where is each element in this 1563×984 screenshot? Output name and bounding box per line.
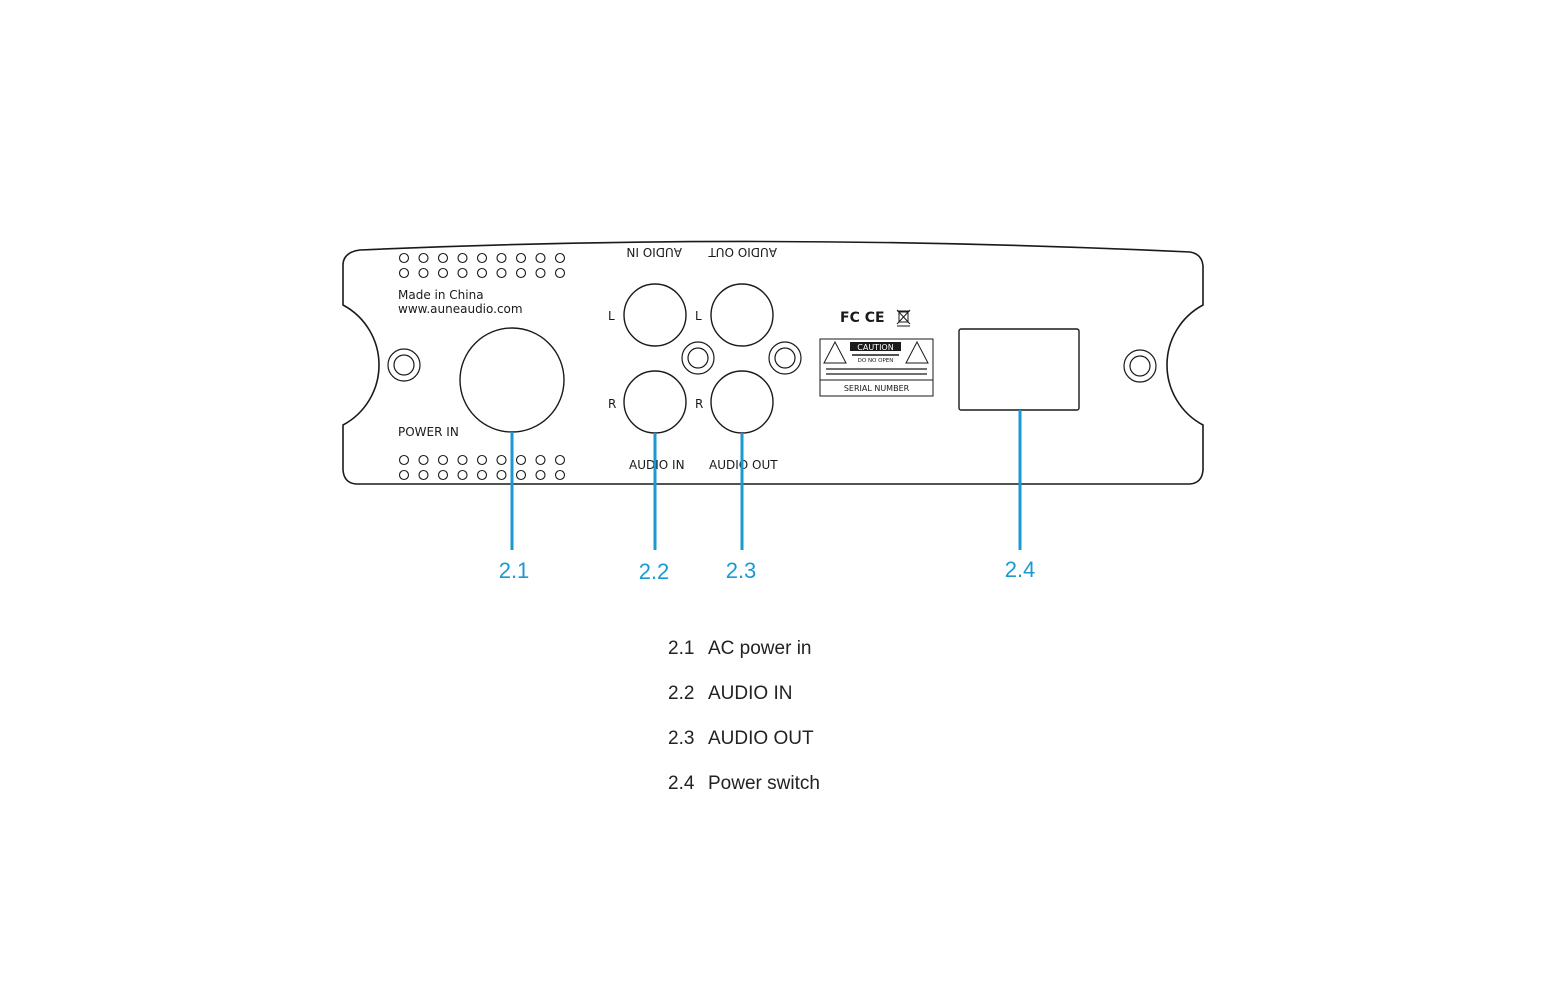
vent-hole: [496, 469, 507, 481]
vent-hole: [476, 454, 488, 466]
audio-in-left-jack: [623, 283, 687, 347]
vent-hole: [457, 252, 468, 264]
legend-number: 2.4: [668, 773, 695, 794]
caution-label: CAUTION DO NO OPEN SERIAL NUMBER: [819, 338, 934, 397]
weee-bin-icon: [896, 309, 911, 327]
callout-number-2-2: 2.2: [639, 559, 670, 584]
vent-hole: [535, 252, 546, 264]
caution-subtitle: DO NO OPEN: [858, 358, 894, 364]
vent-hole: [476, 267, 488, 279]
vent-hole: [418, 469, 429, 481]
legend-label: AUDIO IN: [708, 683, 793, 704]
panel-outline: [342, 240, 1204, 485]
legend-item: 2.4 Power switch: [668, 773, 820, 818]
website-text: www.auneaudio.com: [398, 302, 523, 316]
vent-hole: [535, 454, 546, 466]
vent-hole: [437, 252, 449, 264]
vent-hole: [515, 469, 527, 481]
legend-item: 2.3 AUDIO OUT: [668, 728, 820, 773]
vent-hole: [398, 454, 410, 466]
power-inlet: [459, 327, 565, 433]
vent-hole: [437, 267, 449, 279]
vent-hole: [554, 454, 566, 466]
audio-in-top-label: AUDIO IN: [626, 245, 682, 259]
jack-screw-left: [681, 341, 715, 375]
vent-hole: [554, 267, 566, 279]
vent-hole: [398, 267, 410, 279]
channel-r-label: R: [608, 397, 616, 411]
channel-l-label: L: [695, 309, 702, 323]
audio-out-bottom-label: AUDIO OUT: [709, 458, 778, 472]
vent-hole: [398, 252, 410, 264]
callout-number-2-4: 2.4: [1005, 557, 1036, 582]
vent-hole: [535, 469, 546, 481]
made-in-text: Made in China: [398, 288, 484, 302]
legend-label: AC power in: [708, 638, 812, 659]
vent-hole: [457, 454, 468, 466]
audio-out-right-jack: [710, 370, 774, 434]
vent-hole: [515, 252, 527, 264]
vent-hole: [496, 267, 507, 279]
callout-number-2-1: 2.1: [499, 558, 530, 583]
audio-in-bottom-label: AUDIO IN: [629, 458, 685, 472]
vent-hole: [496, 454, 507, 466]
vent-hole: [476, 252, 488, 264]
legend-label: AUDIO OUT: [708, 728, 814, 749]
right-mounting-screw: [1123, 349, 1157, 383]
vent-hole: [457, 267, 468, 279]
warning-triangle-icon: [823, 340, 847, 364]
serial-number-label: SERIAL NUMBER: [844, 384, 910, 393]
legend-number: 2.3: [668, 728, 695, 749]
legend-number: 2.2: [668, 683, 695, 704]
vent-holes: [398, 252, 566, 481]
callout-number-2-3: 2.3: [726, 558, 757, 583]
vent-hole: [535, 267, 546, 279]
warning-triangle-icon: [905, 340, 929, 364]
vent-hole: [437, 469, 449, 481]
audio-out-left-jack: [710, 283, 774, 347]
power-switch: [958, 328, 1080, 411]
vent-hole: [457, 469, 468, 481]
vent-hole: [398, 469, 410, 481]
legend: 2.1 AC power in 2.2 AUDIO IN 2.3 AUDIO O…: [668, 638, 820, 818]
legend-item: 2.2 AUDIO IN: [668, 683, 820, 728]
vent-hole: [437, 454, 449, 466]
vent-hole: [476, 469, 488, 481]
legend-item: 2.1 AC power in: [668, 638, 820, 683]
power-in-label: POWER IN: [398, 425, 459, 439]
vent-hole: [418, 454, 429, 466]
vent-hole: [515, 454, 527, 466]
channel-l-label: L: [608, 309, 615, 323]
vent-hole: [554, 469, 566, 481]
vent-hole: [496, 252, 507, 264]
vent-hole: [418, 252, 429, 264]
legend-label: Power switch: [708, 773, 820, 794]
vent-hole: [554, 252, 566, 264]
left-mounting-screw: [387, 348, 421, 382]
audio-out-top-label: AUDIO OUT: [708, 245, 777, 259]
audio-in-right-jack: [623, 370, 687, 434]
channel-r-label: R: [695, 397, 703, 411]
jack-screw-right: [768, 341, 802, 375]
caution-title: CAUTION: [857, 343, 893, 352]
vent-hole: [515, 267, 527, 279]
legend-number: 2.1: [668, 638, 695, 659]
vent-hole: [418, 267, 429, 279]
certification-marks: FC CE: [840, 310, 885, 326]
